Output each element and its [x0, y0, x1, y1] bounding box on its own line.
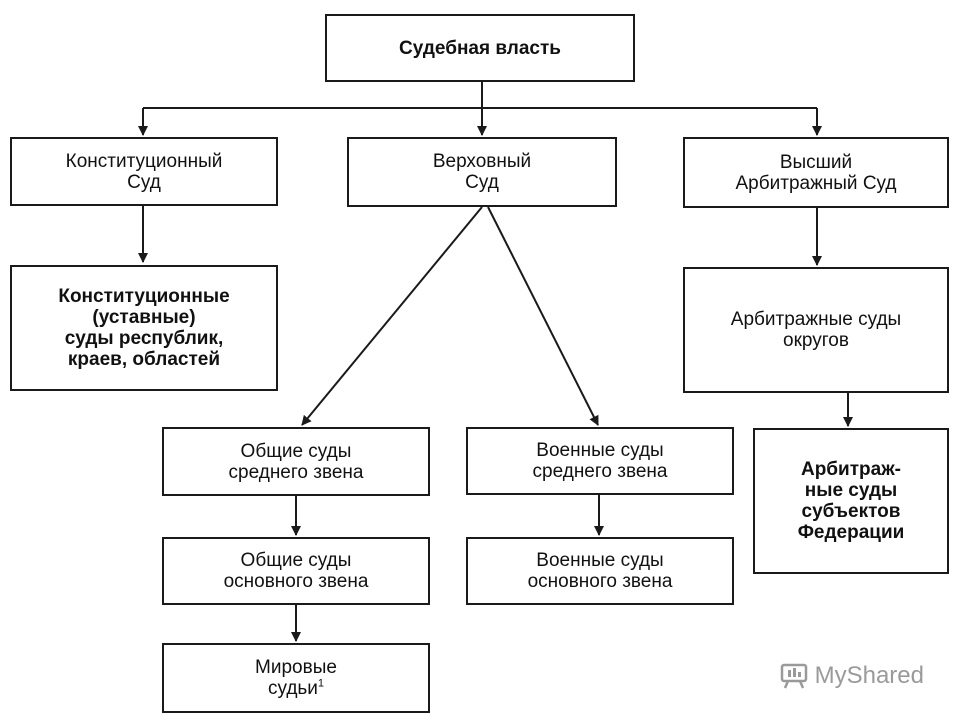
- node-regional-constitutional-courts-label: Конституционные (уставные) суды республи…: [58, 286, 230, 370]
- node-subject-arbitration-courts-label: Арбитраж- ные суды субъектов Федерации: [797, 459, 905, 543]
- node-general-courts-middle: Общие суды среднего звена: [162, 427, 430, 496]
- footnote-marker: 1: [317, 677, 325, 690]
- node-general-courts-basic: Общие суды основного звена: [162, 537, 430, 605]
- node-regional-constitutional-courts: Конституционные (уставные) суды республи…: [10, 265, 278, 391]
- node-military-courts-basic-label: Военные суды основного звена: [527, 550, 673, 592]
- node-district-arbitration-courts: Арбитражные суды округов: [683, 267, 949, 393]
- node-judicial-power-label: Судебная власть: [399, 37, 561, 59]
- node-military-courts-middle-label: Военные суды среднего звена: [532, 440, 668, 482]
- node-supreme-court: Верховный Суд: [347, 137, 617, 207]
- node-judicial-power: Судебная власть: [325, 14, 635, 82]
- node-military-courts-basic: Военные суды основного звена: [466, 537, 734, 605]
- connector-supreme-military: [487, 206, 599, 426]
- connector-supreme-general: [301, 206, 483, 426]
- node-military-courts-middle: Военные суды среднего звена: [466, 427, 734, 495]
- watermark: MyShared: [779, 662, 924, 690]
- node-general-courts-basic-label: Общие суды основного звена: [223, 550, 369, 592]
- node-higher-arbitration-court: Высший Арбитражный Суд: [683, 137, 949, 208]
- watermark-text: MyShared: [814, 662, 924, 689]
- node-subject-arbitration-courts: Арбитраж- ные суды субъектов Федерации: [753, 428, 949, 574]
- node-justices-of-peace-text: Мировые судьи1: [255, 657, 337, 699]
- node-constitutional-court: Конституционный Суд: [10, 137, 278, 206]
- node-justices-of-peace-label: Мировые судьи: [255, 657, 337, 699]
- node-general-courts-middle-label: Общие суды среднего звена: [228, 440, 364, 483]
- presentation-board-icon: [779, 663, 809, 689]
- node-higher-arbitration-court-label: Высший Арбитражный Суд: [735, 151, 897, 194]
- node-supreme-court-label: Верховный Суд: [432, 151, 532, 193]
- node-district-arbitration-courts-label: Арбитражные суды округов: [730, 309, 902, 351]
- node-constitutional-court-label: Конституционный Суд: [65, 150, 223, 193]
- node-justices-of-peace: Мировые судьи1: [162, 643, 430, 713]
